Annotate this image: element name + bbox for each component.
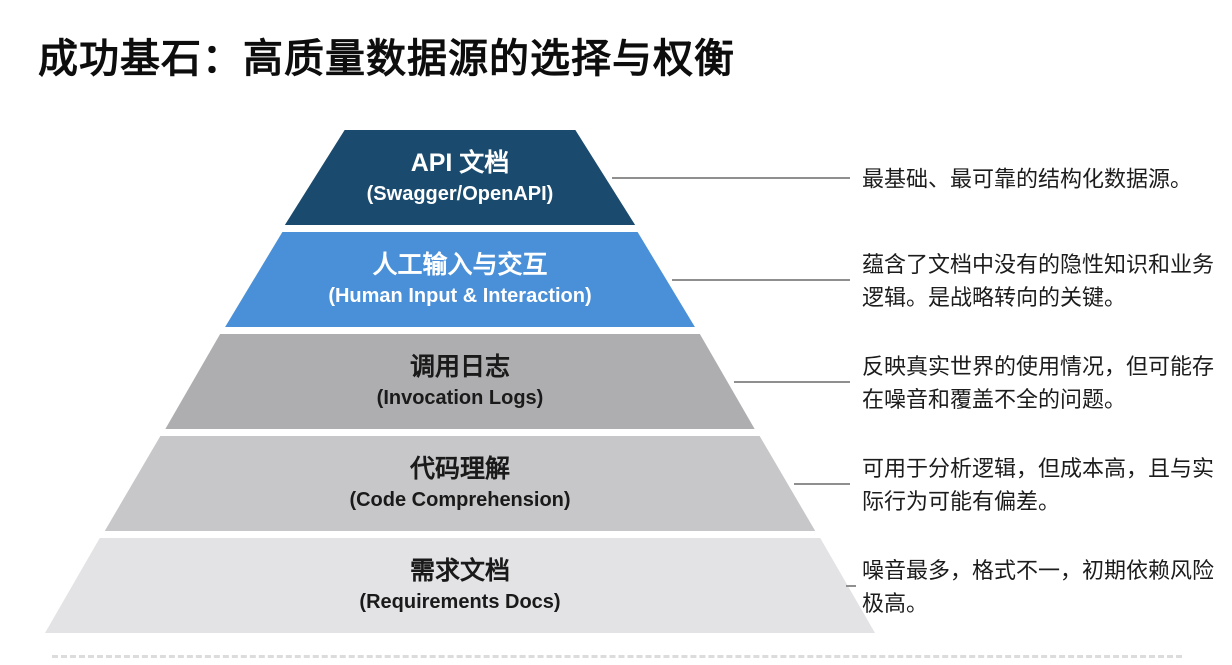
bottom-dashed-divider <box>52 655 1182 658</box>
annotation-requirements-docs: 噪音最多，格式不一，初期依赖风险极高。 <box>862 558 1215 616</box>
level-title: 需求文档 <box>409 556 510 585</box>
level-subtitle: (Human Input & Interaction) <box>328 285 592 308</box>
level-title: API 文档 <box>410 148 510 177</box>
level-subtitle: (Invocation Logs) <box>376 387 544 410</box>
pyramid-level-human-input: 人工输入与交互 (Human Input & Interaction) <box>225 232 695 327</box>
level-title: 代码理解 <box>409 454 510 483</box>
connector-line-invocation-logs <box>734 381 850 383</box>
connector-line-requirements-docs <box>846 585 856 587</box>
pyramid-level-requirements-docs: 需求文档 (Requirements Docs) <box>45 538 875 633</box>
pyramid-level-invocation-logs: 调用日志 (Invocation Logs) <box>165 334 755 429</box>
page-title: 成功基石：高质量数据源的选择与权衡 <box>38 37 735 81</box>
level-subtitle: (Code Comprehension) <box>349 489 571 512</box>
pyramid-level-code-comprehension: 代码理解 (Code Comprehension) <box>104 436 816 531</box>
annotation-invocation-logs: 反映真实世界的使用情况，但可能存在噪音和覆盖不全的问题。 <box>862 354 1215 412</box>
annotation-api-docs: 最基础、最可靠的结构化数据源。 <box>862 166 1193 192</box>
connector-line-api-docs <box>612 177 850 179</box>
level-title: 调用日志 <box>409 352 510 381</box>
connector-line-code-comprehension <box>794 483 850 485</box>
level-subtitle: (Swagger/OpenAPI) <box>366 183 554 206</box>
pyramid-diagram: API 文档 (Swagger/OpenAPI) 人工输入与交互 (Human … <box>45 130 875 635</box>
level-title: 人工输入与交互 <box>372 250 548 279</box>
pyramid-level-api-docs: API 文档 (Swagger/OpenAPI) <box>284 130 636 225</box>
annotation-human-input: 蕴含了文档中没有的隐性知识和业务逻辑。是战略转向的关键。 <box>862 252 1215 310</box>
level-subtitle: (Requirements Docs) <box>359 591 561 614</box>
annotation-code-comprehension: 可用于分析逻辑，但成本高，且与实际行为可能有偏差。 <box>862 456 1215 514</box>
connector-line-human-input <box>672 279 850 281</box>
